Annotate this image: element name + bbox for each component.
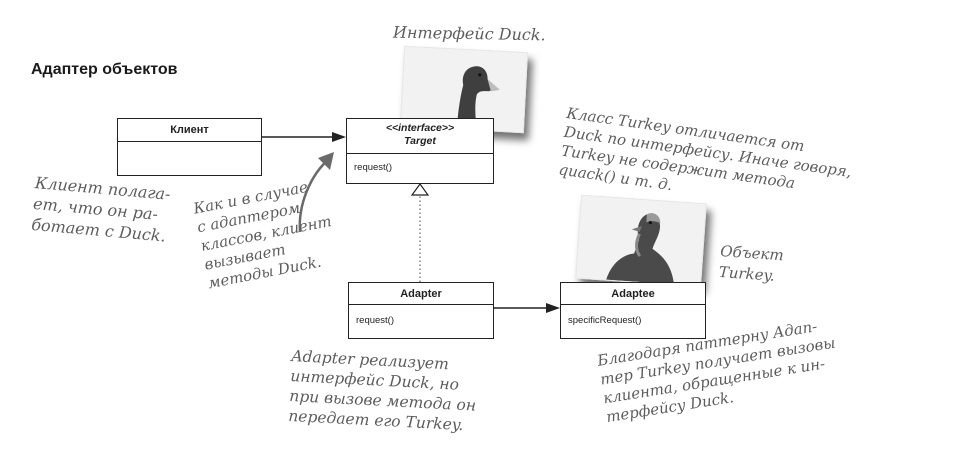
target-interface-box: <<interface>> Target request() [346, 118, 494, 184]
client-class-box: Клиент [117, 118, 262, 176]
note-duck-interface: Интерфейс Duck. [392, 22, 546, 45]
turkey-icon [576, 195, 706, 287]
turkey-photo [575, 194, 707, 288]
client-class-name: Клиент [118, 119, 261, 142]
note-adapter-implements: Adapter реализует интерфейс Duck, но при… [287, 346, 477, 435]
target-stereotype: <<interface>> [385, 122, 455, 134]
adapter-class-box: Adapter request() [348, 282, 494, 339]
target-method: request() [354, 162, 393, 173]
adaptee-class-name: Adaptee [561, 283, 705, 305]
duck-photo [399, 45, 529, 134]
note-turkey-object: Объект Turkey. [718, 241, 785, 285]
adaptee-method: specificRequest() [568, 315, 642, 326]
page-title: Адаптер объектов [31, 61, 178, 78]
adaptee-class-box: Adaptee specificRequest() [560, 282, 706, 339]
note-client-relies: Клиент полага- ет, что он ра- ботает с D… [30, 172, 172, 246]
target-class-name: Target [404, 135, 436, 147]
realization-triangle [410, 182, 430, 196]
adapter-method: request() [356, 315, 395, 326]
curved-pointer-arrowhead [318, 152, 334, 170]
client-to-target-arrowhead [332, 132, 346, 142]
duck-icon [401, 46, 527, 133]
adapter-to-adaptee-arrowhead [546, 303, 560, 313]
adapter-class-name: Adapter [349, 283, 493, 305]
